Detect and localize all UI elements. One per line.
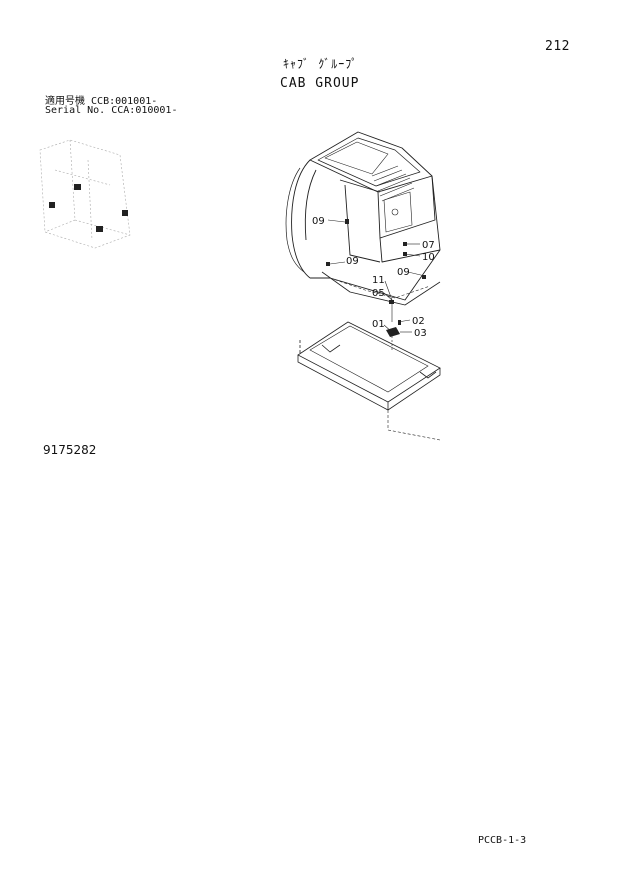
callout-02: 02 — [412, 316, 425, 327]
serial-value: CCB:001001- — [91, 96, 158, 107]
callout-03: 03 — [414, 328, 427, 339]
footer-code: PCCB-1-3 — [478, 835, 527, 846]
callout-11: 11 — [372, 275, 385, 286]
callout-01: 01 — [372, 319, 385, 330]
callout-09: 09 — [312, 216, 325, 227]
machine-location-thumbnail — [39, 139, 131, 249]
page-title-japanese: ｷｬﾌﾞ ｸﾞﾙｰﾌﾟ — [283, 57, 359, 71]
thumbnail-highlights — [49, 184, 128, 232]
serial-row: Serial No. CCA:010001- — [45, 106, 177, 116]
callout-05: 05 — [372, 288, 385, 299]
page-number: 212 — [545, 39, 570, 54]
serial-label: Serial No. — [45, 105, 106, 116]
serial-row: 適用号機 CCB:001001- — [45, 97, 157, 107]
serial-value: CCA:010001- — [111, 105, 178, 116]
callout-10: 10 — [422, 252, 435, 263]
drawing-number: 9175282 — [43, 443, 97, 457]
callout-09: 09 — [346, 256, 359, 267]
serial-label: 適用号機 — [45, 96, 85, 107]
callout-leaders — [327, 219, 426, 352]
fastener-parts — [326, 219, 426, 337]
cab-drawing — [285, 131, 441, 306]
callout-09: 09 — [397, 267, 410, 278]
callout-07: 07 — [422, 240, 435, 251]
page-title: CAB GROUP — [280, 76, 360, 91]
cab-mount-frame — [297, 321, 441, 441]
